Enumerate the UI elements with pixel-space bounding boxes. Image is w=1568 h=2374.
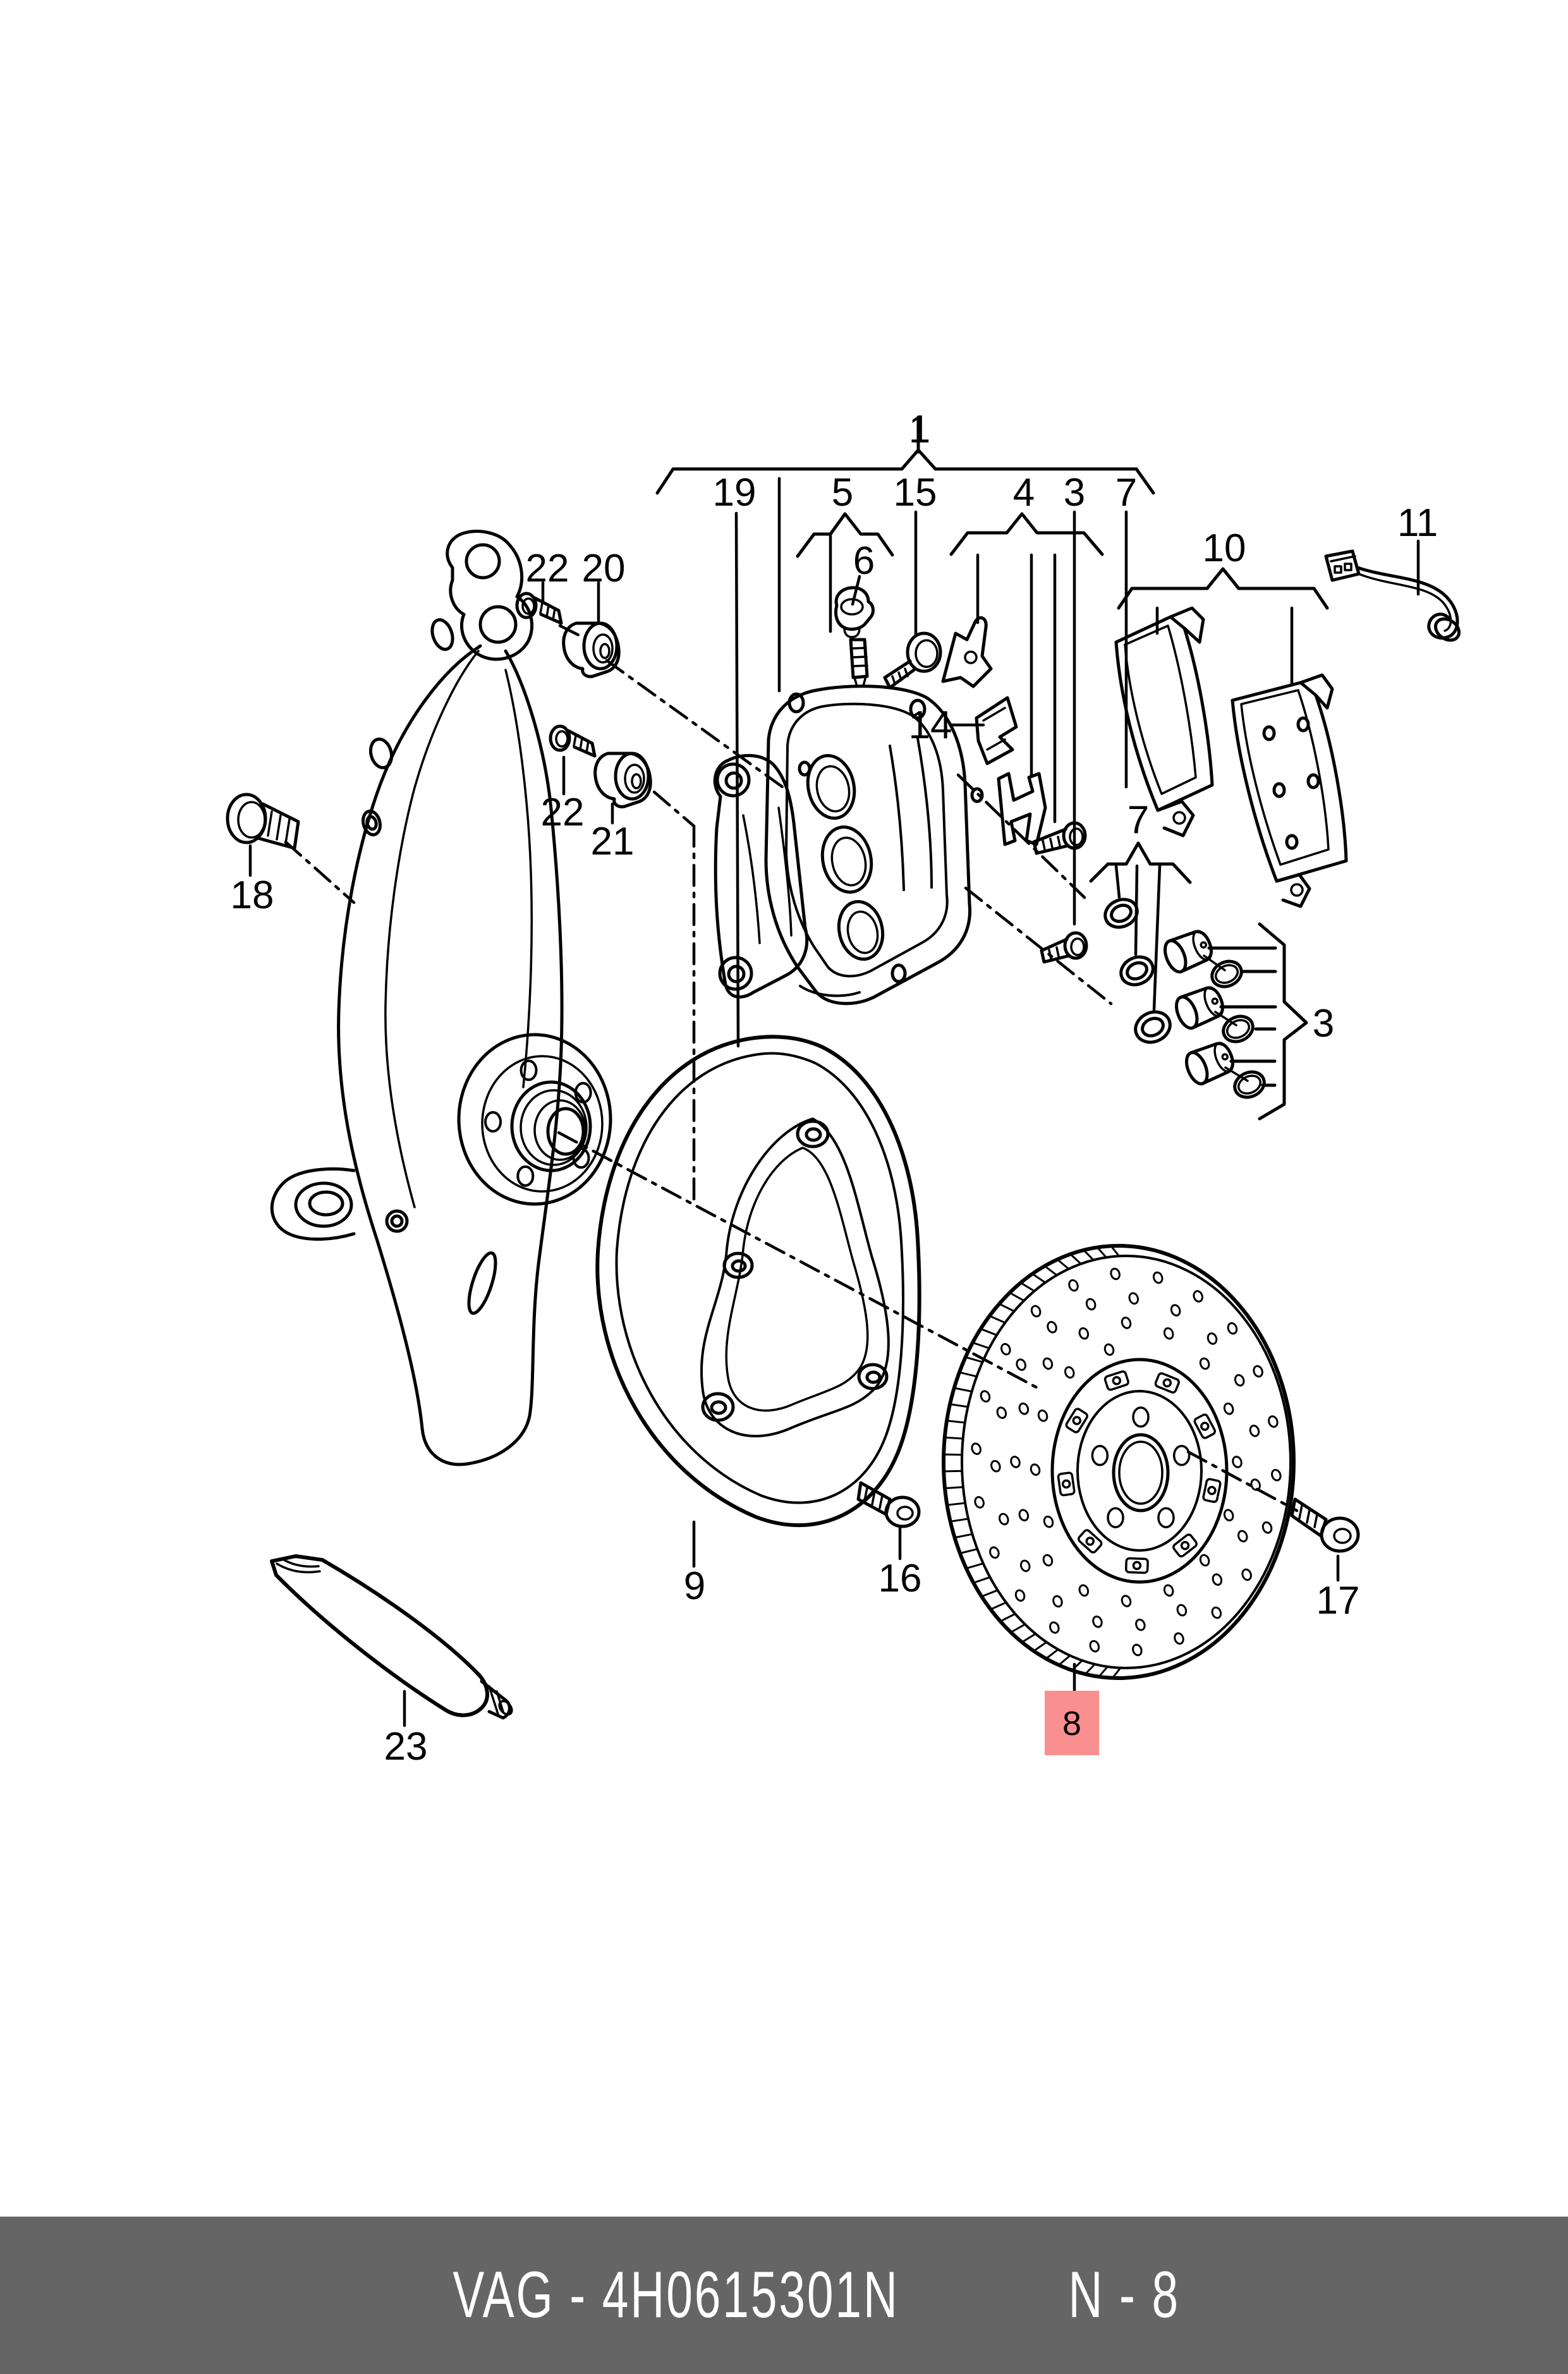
screw-16 xyxy=(856,1481,921,1528)
callout-4[interactable]: 4 xyxy=(1013,471,1035,514)
footer-bar: VAG - 4H0615301N N - 8 xyxy=(0,2217,1568,2374)
wheel-hub xyxy=(457,1033,612,1206)
bleeder-cap-6 xyxy=(834,586,875,638)
pin-bolt-upper xyxy=(1032,821,1087,855)
screw-22a xyxy=(515,592,563,625)
brake-caliper xyxy=(764,685,984,1006)
bracket-group-1 xyxy=(655,415,1155,495)
caliper-pistons-3 xyxy=(1164,930,1266,1099)
grease-tube-23 xyxy=(270,1554,513,1720)
screw-22b xyxy=(549,724,597,758)
callout-10[interactable]: 10 xyxy=(1203,527,1246,570)
retaining-clip-upper-4 xyxy=(941,616,993,688)
callout-3[interactable]: 3 xyxy=(1064,471,1085,514)
callout-19[interactable]: 19 xyxy=(713,471,757,514)
brake-pad-left xyxy=(1114,606,1214,837)
callout-labels: 1 19 5 15 4 3 7 6 22 20 22 21 18 10 11 7… xyxy=(231,408,1438,1768)
wear-sensor-11 xyxy=(1324,549,1461,642)
assembly-axes xyxy=(284,624,1299,1513)
pad-spring-14 xyxy=(975,696,1018,765)
screw-17 xyxy=(1290,1497,1360,1553)
pin-bolt-lower xyxy=(1040,931,1088,964)
bracket-group-10 xyxy=(1117,567,1329,610)
callout-22a[interactable]: 22 xyxy=(526,547,569,590)
callout-20[interactable]: 20 xyxy=(582,547,626,590)
footer-part-code: VAG - 4H0615301N xyxy=(453,2258,900,2332)
bracket-group-7b xyxy=(1089,841,1192,884)
piston-seals-7 xyxy=(1103,898,1172,1044)
callout-17[interactable]: 17 xyxy=(1316,1579,1360,1622)
brake-disc-8 xyxy=(942,1244,1296,1680)
bracket-group-4 xyxy=(949,512,1104,556)
bleeder-screw-5 xyxy=(849,638,869,688)
highlighted-part-box[interactable] xyxy=(1045,1691,1099,1755)
bushing-20 xyxy=(562,621,621,678)
brake-pad-right xyxy=(1231,673,1348,908)
callout-22b[interactable]: 22 xyxy=(541,791,585,834)
bracket-group-5 xyxy=(796,512,894,558)
steering-knuckle xyxy=(270,530,612,1466)
callout-3b[interactable]: 3 xyxy=(1313,1002,1334,1045)
footer-page-ref: N - 8 xyxy=(1068,2258,1181,2332)
callout-21[interactable]: 21 xyxy=(591,820,635,863)
callout-9[interactable]: 9 xyxy=(684,1564,705,1608)
bolt-18 xyxy=(226,793,300,850)
callout-11[interactable]: 11 xyxy=(1397,501,1438,545)
callout-16[interactable]: 16 xyxy=(878,1557,922,1600)
callout-7b[interactable]: 7 xyxy=(1127,798,1149,842)
callout-5[interactable]: 5 xyxy=(832,471,853,514)
callout-8-highlighted[interactable]: 8 xyxy=(1062,1705,1081,1743)
guide-bolt-15 xyxy=(883,631,942,690)
retaining-clip-lower-4 xyxy=(997,772,1047,846)
callout-14[interactable]: 14 xyxy=(909,703,952,747)
caliper-carrier-19 xyxy=(713,753,809,999)
callout-23[interactable]: 23 xyxy=(384,1725,428,1768)
callout-6[interactable]: 6 xyxy=(853,539,875,583)
callout-18[interactable]: 18 xyxy=(231,874,274,917)
bushing-21 xyxy=(593,752,652,808)
callout-15[interactable]: 15 xyxy=(894,471,937,514)
leader-lines xyxy=(248,477,1420,1727)
callout-1[interactable]: 1 xyxy=(909,408,930,451)
splash-shield-9 xyxy=(595,1035,921,1527)
callout-7[interactable]: 7 xyxy=(1115,471,1137,514)
